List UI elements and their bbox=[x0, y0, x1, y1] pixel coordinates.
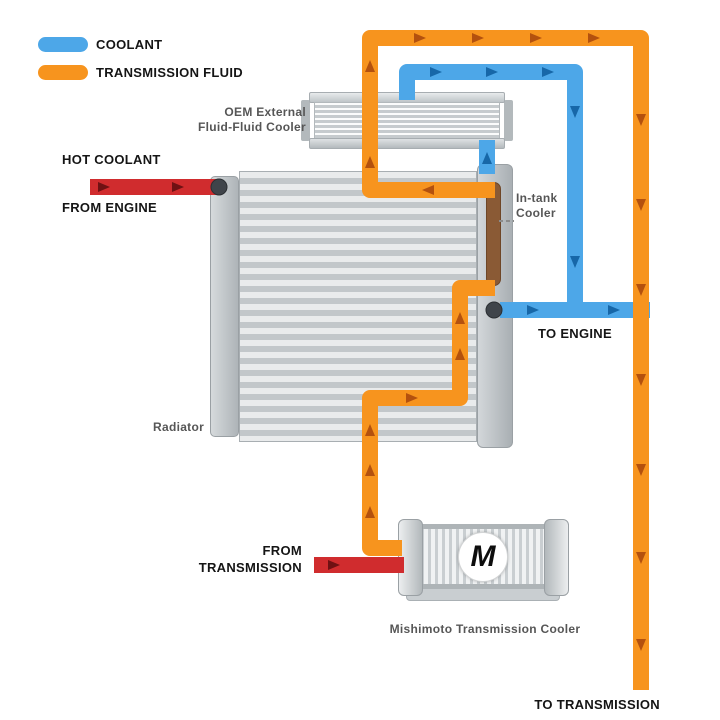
in-tank-label-line1: In-tank bbox=[516, 191, 558, 205]
to-transmission-label: TO TRANSMISSION bbox=[534, 697, 660, 712]
from-transmission-line1: FROM bbox=[262, 543, 302, 558]
radiator-left-tank bbox=[210, 176, 239, 437]
oem-cooler-label-line1: OEM External bbox=[224, 105, 306, 119]
legend-coolant-label: COOLANT bbox=[96, 37, 163, 52]
legend-transmission-label: TRANSMISSION FLUID bbox=[96, 65, 243, 80]
hot-coolant-label-line2: FROM ENGINE bbox=[62, 200, 158, 215]
mishimoto-cooler: M bbox=[398, 519, 569, 596]
radiator-core bbox=[239, 171, 477, 442]
oem-cooler-right-tab bbox=[504, 100, 513, 141]
legend-coolant-swatch bbox=[38, 37, 88, 52]
hot-coolant-label-line1: HOT COOLANT bbox=[62, 152, 161, 167]
in-tank-label-line2: Cooler bbox=[516, 206, 556, 220]
radiator-label: Radiator bbox=[153, 420, 205, 434]
in-tank-cooler-label: In-tank Cooler bbox=[516, 191, 557, 221]
mishimoto-cooler-right-tank bbox=[544, 519, 569, 596]
mishimoto-logo: M bbox=[458, 532, 508, 582]
oem-cooler-fins bbox=[314, 102, 500, 139]
in-tank-cooler bbox=[486, 182, 501, 286]
oem-cooler-label-line2: Fluid-Fluid Cooler bbox=[197, 120, 306, 134]
to-engine-label: TO ENGINE bbox=[538, 326, 612, 341]
mishimoto-cooler-label: Mishimoto Transmission Cooler bbox=[389, 622, 581, 636]
legend-transmission-swatch bbox=[38, 65, 88, 80]
mishimoto-cooler-left-tank bbox=[398, 519, 423, 596]
oem-cooler-label: OEM External Fluid-Fluid Cooler bbox=[150, 105, 306, 135]
oem-cooler-bottom-bar bbox=[309, 138, 505, 149]
from-transmission-label: FROM TRANSMISSION bbox=[170, 542, 302, 576]
oem-cooler-left-tab bbox=[301, 100, 310, 141]
from-transmission-line2: TRANSMISSION bbox=[198, 560, 302, 575]
oem-external-cooler bbox=[301, 92, 513, 149]
